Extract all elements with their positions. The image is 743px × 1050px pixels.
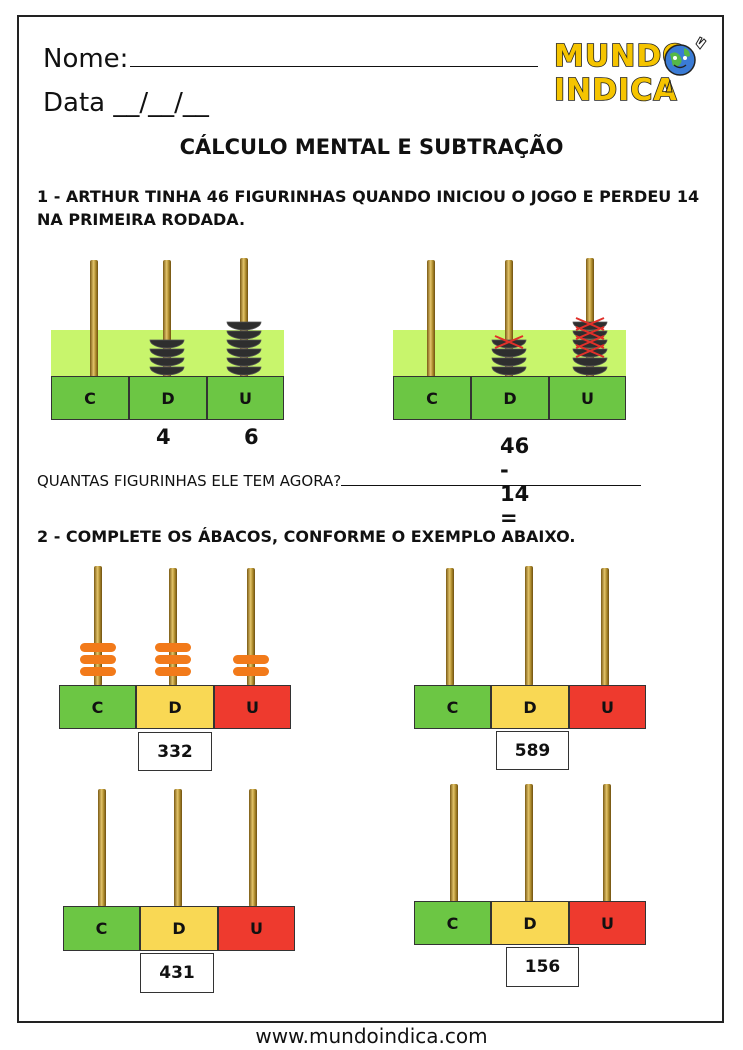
date-field[interactable]: Data __/__/__ xyxy=(43,88,209,118)
bead xyxy=(491,366,527,376)
number-box: 332 xyxy=(138,732,212,771)
number-box: 156 xyxy=(506,947,579,987)
logo-line2: INDICA xyxy=(554,73,678,106)
bead xyxy=(149,357,185,367)
abacus-rod-c xyxy=(90,260,98,378)
abacus-rod-c xyxy=(446,568,454,686)
digit-units: 6 xyxy=(244,425,259,449)
ask-text: QUANTAS FIGURINHAS ELE TEM AGORA? xyxy=(37,472,342,490)
cross-mark xyxy=(494,335,524,349)
place-label-u: U xyxy=(218,906,295,951)
place-label-c: C xyxy=(414,901,491,945)
abacus-rod-c xyxy=(427,260,435,378)
place-label-c: C xyxy=(59,685,136,729)
abacus-rod-u xyxy=(601,568,609,686)
bead xyxy=(226,357,262,367)
abacus-rod-d xyxy=(163,260,171,378)
abacus-rod-c xyxy=(98,789,106,907)
place-label-d: D xyxy=(491,685,569,729)
globe-icon xyxy=(664,44,696,76)
cross-mark xyxy=(575,344,605,358)
bead xyxy=(149,339,185,349)
abacus-rod-u xyxy=(240,258,248,378)
place-label-u: U xyxy=(214,685,291,729)
bead xyxy=(155,655,191,664)
bead xyxy=(80,667,116,676)
bead xyxy=(226,321,262,331)
place-label-d: D xyxy=(491,901,569,945)
bead xyxy=(572,357,608,367)
name-blank[interactable] xyxy=(130,44,539,67)
mundo-indica-logo: MUNDO INDICA xyxy=(553,36,707,106)
place-label-d: D xyxy=(140,906,218,951)
abacus-rod-u xyxy=(249,789,257,907)
abacus-rod-d xyxy=(505,260,513,378)
bead xyxy=(80,643,116,652)
answer-blank[interactable] xyxy=(341,471,642,486)
abacus-rod-d xyxy=(169,568,177,686)
question-1-ask: QUANTAS FIGURINHAS ELE TEM AGORA? xyxy=(37,471,642,490)
place-label-d: D xyxy=(129,376,207,420)
bead xyxy=(491,348,527,358)
bead xyxy=(572,366,608,376)
abacus-rod-c xyxy=(94,566,102,686)
place-label-d: D xyxy=(136,685,214,729)
abacus-rod-u xyxy=(247,568,255,686)
bead xyxy=(155,667,191,676)
abacus-rod-u xyxy=(586,258,594,378)
page-title: CÁLCULO MENTAL E SUBTRAÇÃO xyxy=(179,135,564,159)
place-label-u: U xyxy=(549,376,626,420)
place-label-c: C xyxy=(51,376,129,420)
peace-hand-icon xyxy=(695,36,707,50)
footer-url[interactable]: www.mundoindica.com xyxy=(255,1024,488,1048)
bead xyxy=(149,366,185,376)
abacus-rod-u xyxy=(603,784,611,903)
bead xyxy=(226,366,262,376)
bead xyxy=(226,348,262,358)
place-label-c: C xyxy=(63,906,140,951)
bead xyxy=(233,667,269,676)
bead xyxy=(80,655,116,664)
digit-tens: 4 xyxy=(156,425,171,449)
place-label-d: D xyxy=(471,376,549,420)
bead xyxy=(155,643,191,652)
abacus-rod-c xyxy=(450,784,458,903)
place-label-u: U xyxy=(569,901,646,945)
name-label: Nome: xyxy=(43,44,129,74)
place-label-u: U xyxy=(569,685,646,729)
bead xyxy=(226,339,262,349)
abacus-rod-d xyxy=(174,789,182,907)
question-2-text: 2 - COMPLETE OS ÁBACOS, CONFORME O EXEMP… xyxy=(37,527,576,546)
feet-icon xyxy=(665,79,673,93)
page-border xyxy=(17,15,724,1023)
bead xyxy=(226,330,262,340)
number-box: 589 xyxy=(496,731,569,770)
number-box: 431 xyxy=(140,953,214,993)
question-1-text: 1 - ARTHUR TINHA 46 FIGURINHAS QUANDO IN… xyxy=(37,187,700,229)
bead xyxy=(491,357,527,367)
name-field[interactable]: Nome: xyxy=(43,44,539,74)
place-label-u: U xyxy=(207,376,284,420)
bead xyxy=(149,348,185,358)
abacus-rod-d xyxy=(525,784,533,903)
bead xyxy=(233,655,269,664)
place-label-c: C xyxy=(393,376,471,420)
place-label-c: C xyxy=(414,685,491,729)
abacus-rod-d xyxy=(525,566,533,686)
subtraction-equation: 46 - 14 = xyxy=(500,434,530,530)
